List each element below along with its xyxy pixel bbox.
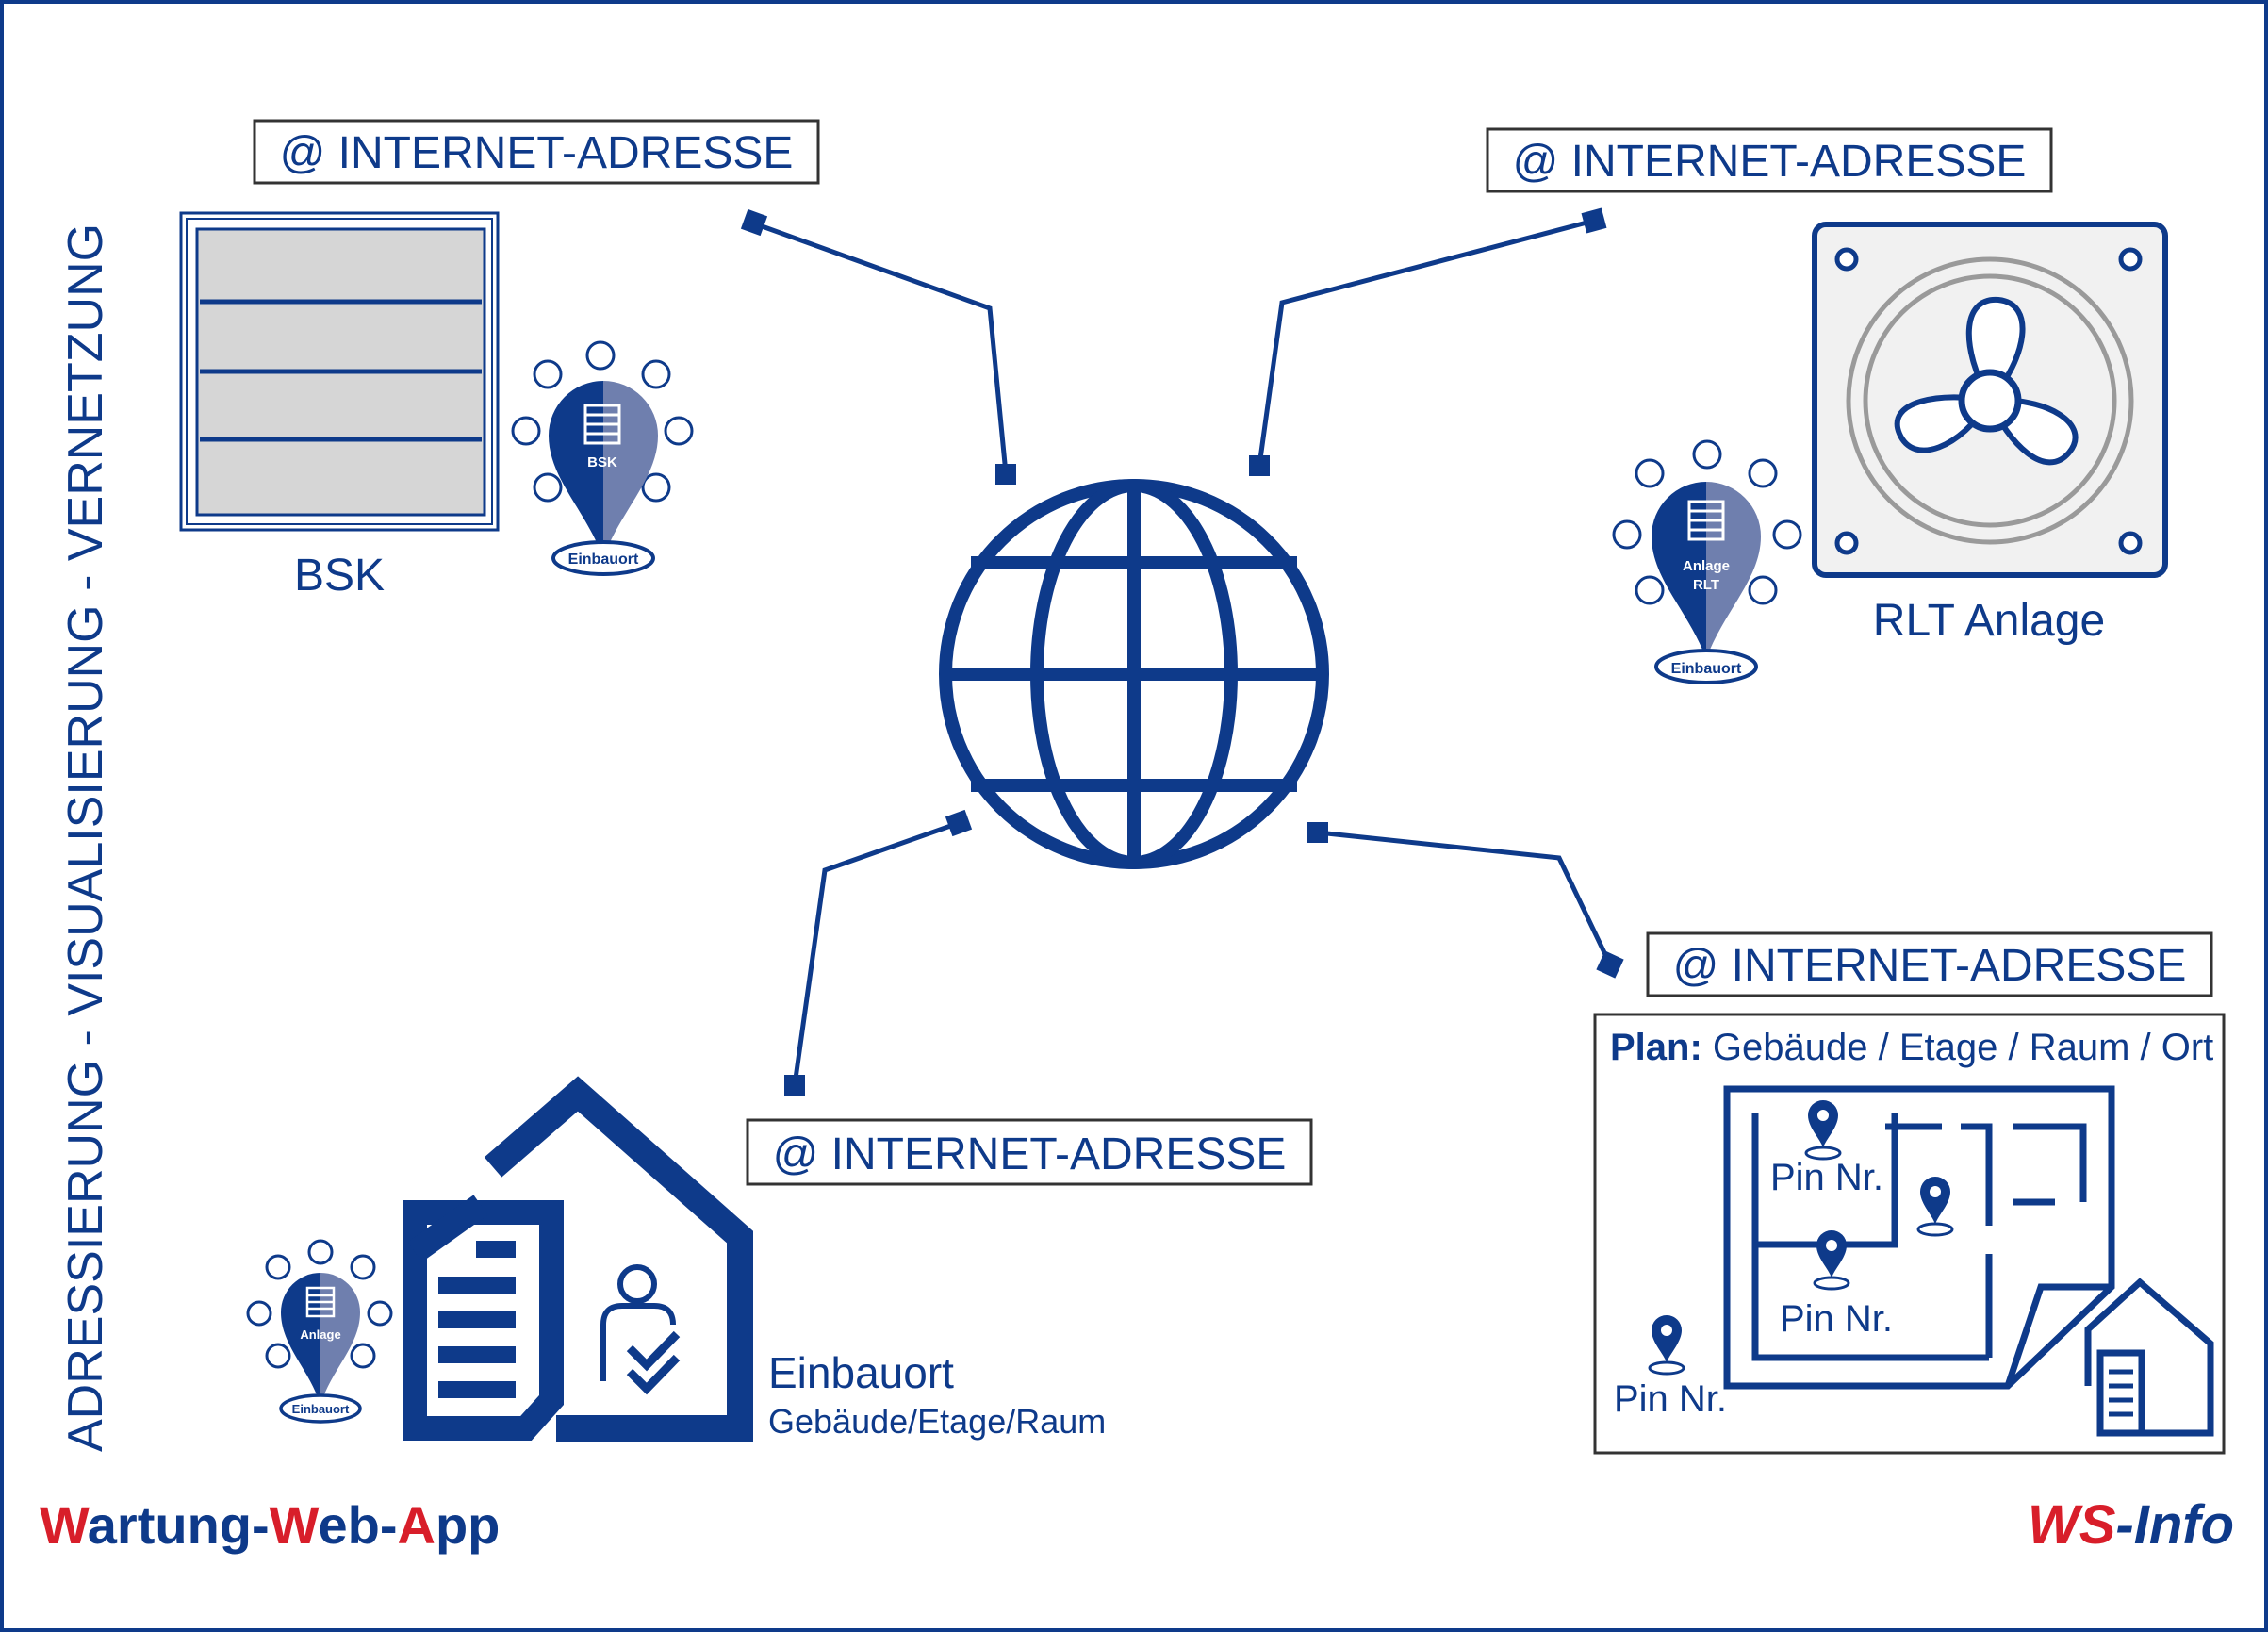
pin-label: Pin Nr. <box>1614 1378 1727 1420</box>
footer-app-name: Wartung-Web-App <box>40 1495 500 1555</box>
einbauort-pin-text: Anlage <box>300 1327 340 1342</box>
floor-plan-icon <box>1723 1085 2115 1390</box>
map-pin-icons <box>1648 1100 1954 1376</box>
connector-lines <box>753 218 1613 1086</box>
address-label: @ INTERNET-ADRESSE <box>773 1129 1287 1179</box>
plan-heading: Plan: Gebäude / Etage / Raum / Ort <box>1610 1027 2213 1068</box>
rlt-pin-text-1: Anlage <box>1683 558 1730 574</box>
footer-brand: WS-Info <box>2028 1494 2234 1556</box>
einbauort-title: Einbauort <box>768 1348 954 1397</box>
bsk-pin-text: BSK <box>587 454 617 470</box>
pin-label: Pin Nr. <box>1770 1157 1883 1198</box>
connector-ends <box>740 207 1624 1096</box>
house-document-icon <box>403 1076 753 1442</box>
rlt-fan-unit-icon <box>1812 222 2168 578</box>
globe-icon <box>939 479 1329 869</box>
side-title: ADRESSIERUNG - VISUALISIERUNG - VERNETZU… <box>58 223 113 1452</box>
bsk-pin-badge: Einbauort <box>568 552 639 568</box>
pin-label: Pin Nr. <box>1780 1298 1893 1340</box>
einbauort-subtitle: Gebäude/Etage/Raum <box>768 1402 1106 1441</box>
rlt-location-pin-icon: Anlage RLT Einbauort <box>1612 439 1802 684</box>
address-box-bottom-right: @ INTERNET-ADRESSE <box>1646 931 2213 997</box>
einbauort-location-pin-icon: Anlage Einbauort <box>246 1239 393 1424</box>
einbauort-pin-badge: Einbauort <box>292 1402 350 1416</box>
bsk-location-pin-icon: BSK Einbauort <box>511 340 694 576</box>
address-box-top-left: @ INTERNET-ADRESSE <box>253 119 820 185</box>
address-label: @ INTERNET-ADRESSE <box>280 128 794 178</box>
rlt-pin-text-2: RLT <box>1693 577 1719 593</box>
plan-document-house-icon <box>2084 1278 2214 1437</box>
address-box-bottom-center: @ INTERNET-ADRESSE <box>746 1118 1313 1186</box>
address-label: @ INTERNET-ADRESSE <box>1513 137 2027 187</box>
bsk-damper-icon <box>179 211 500 532</box>
rlt-caption: RLT Anlage <box>1873 596 2105 646</box>
address-box-top-right: @ INTERNET-ADRESSE <box>1486 127 2053 193</box>
bsk-caption: BSK <box>294 551 385 601</box>
address-label: @ INTERNET-ADRESSE <box>1673 941 2187 991</box>
rlt-pin-badge: Einbauort <box>1671 661 1742 677</box>
